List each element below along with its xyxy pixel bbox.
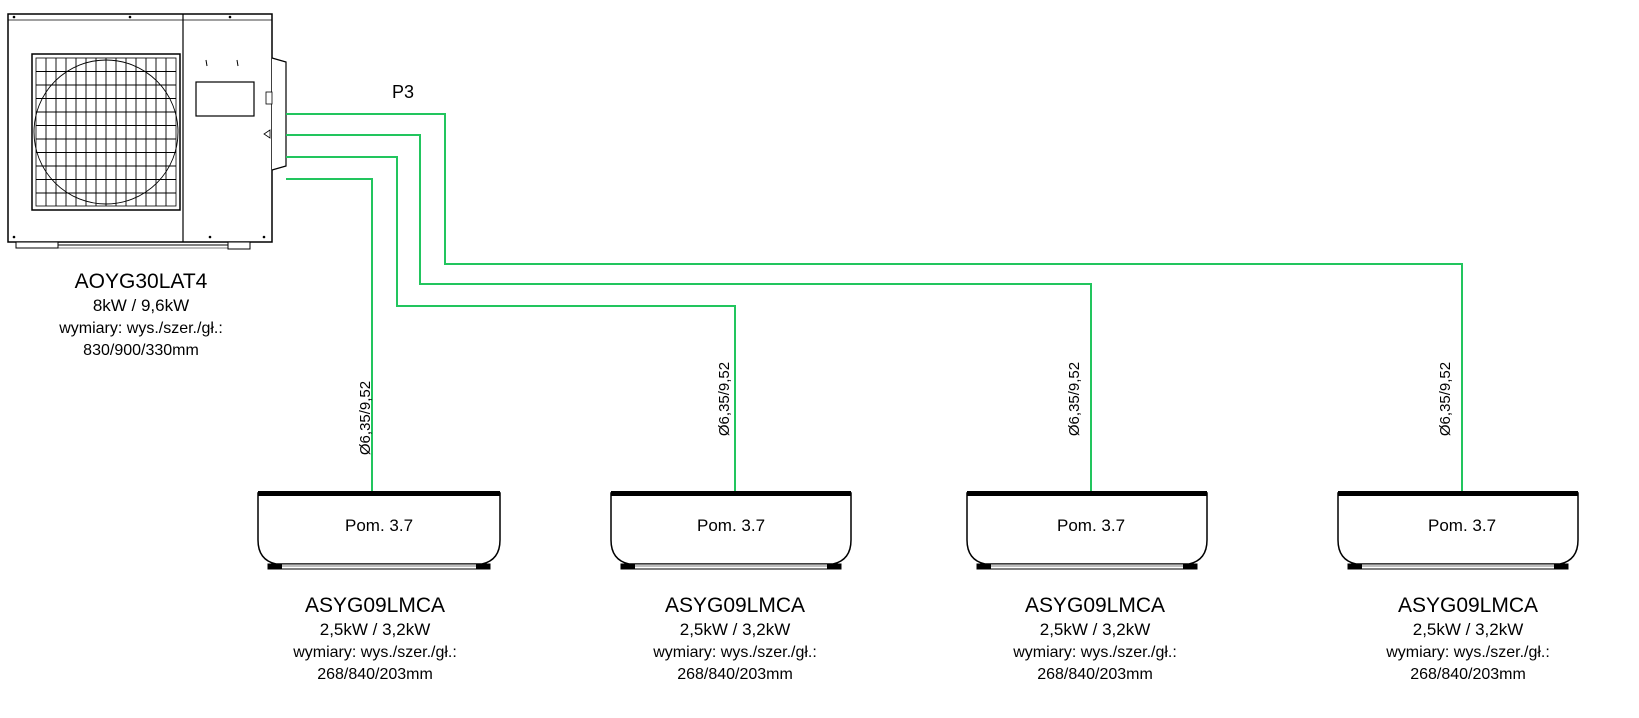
- indoor-dims-label: wymiary: wys./szer./gł.:: [1385, 644, 1550, 661]
- indoor-room-label: Pom. 3.7: [697, 516, 765, 535]
- outdoor-unit-labels: AOYG30LAT4 8kW / 9,6kW wymiary: wys./sze…: [58, 270, 223, 359]
- outdoor-dims: 830/900/330mm: [83, 342, 199, 359]
- indoor-dims-label: wymiary: wys./szer./gł.:: [652, 644, 817, 661]
- indoor-unit-1: Pom. 3.7 Ø6,35/9,52 ASYG09LMCA 2,5kW / 3…: [257, 381, 501, 683]
- indoor-power: 2,5kW / 3,2kW: [680, 620, 791, 639]
- indoor-pipe-size: Ø6,35/9,52: [716, 362, 733, 436]
- indoor-pipe-size: Ø6,35/9,52: [1437, 362, 1454, 436]
- indoor-dims: 268/840/203mm: [677, 666, 793, 683]
- outdoor-dims-label: wymiary: wys./szer./gł.:: [58, 320, 223, 337]
- indoor-dims-label: wymiary: wys./szer./gł.:: [292, 644, 457, 661]
- indoor-power: 2,5kW / 3,2kW: [320, 620, 431, 639]
- indoor-room-label: Pom. 3.7: [345, 516, 413, 535]
- indoor-model: ASYG09LMCA: [305, 594, 445, 617]
- indoor-pipe-size: Ø6,35/9,52: [357, 381, 374, 455]
- indoor-unit-2: Pom. 3.7 Ø6,35/9,52 ASYG09LMCA 2,5kW / 3…: [610, 362, 852, 683]
- indoor-room-label: Pom. 3.7: [1057, 516, 1125, 535]
- indoor-unit-3: Pom. 3.7 Ø6,35/9,52 ASYG09LMCA 2,5kW / 3…: [966, 362, 1208, 683]
- indoor-model: ASYG09LMCA: [1398, 594, 1538, 617]
- service-panel: [195, 59, 255, 117]
- indoor-unit-4: Pom. 3.7 Ø6,35/9,52 ASYG09LMCA 2,5kW / 3…: [1337, 362, 1579, 683]
- indoor-dims-label: wymiary: wys./szer./gł.:: [1012, 644, 1177, 661]
- pipe-branch-1: [286, 178, 373, 492]
- outdoor-power: 8kW / 9,6kW: [93, 296, 189, 315]
- indoor-room-label: Pom. 3.7: [1428, 516, 1496, 535]
- indoor-power: 2,5kW / 3,2kW: [1413, 620, 1524, 639]
- pipe-branch-2: [286, 156, 736, 492]
- fan-grille: [31, 53, 181, 211]
- outdoor-model: AOYG30LAT4: [75, 270, 208, 293]
- pipe-branch-4: [286, 113, 1463, 492]
- indoor-dims: 268/840/203mm: [1037, 666, 1153, 683]
- line-label: P3: [392, 82, 414, 102]
- refrigerant-pipes: [286, 113, 1463, 492]
- outdoor-unit: [7, 13, 287, 250]
- indoor-power: 2,5kW / 3,2kW: [1040, 620, 1151, 639]
- indoor-model: ASYG09LMCA: [1025, 594, 1165, 617]
- indoor-model: ASYG09LMCA: [665, 594, 805, 617]
- indoor-dims: 268/840/203mm: [1410, 666, 1526, 683]
- indoor-pipe-size: Ø6,35/9,52: [1066, 362, 1083, 436]
- pipe-branch-3: [286, 134, 1092, 492]
- indoor-dims: 268/840/203mm: [317, 666, 433, 683]
